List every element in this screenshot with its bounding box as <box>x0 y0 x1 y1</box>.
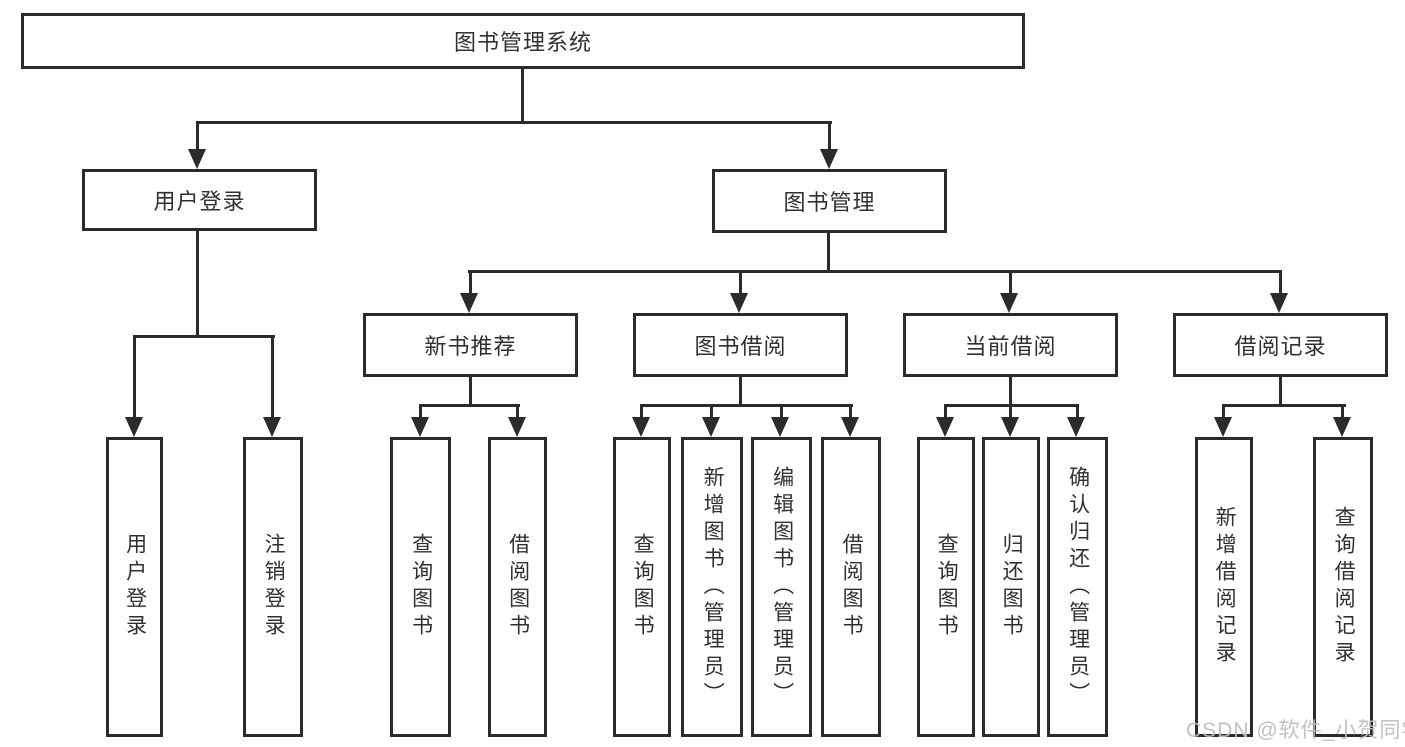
leaf-label: 新增借阅记录 <box>1213 506 1237 668</box>
leaf-query-books-borrowing: 查询图书 <box>613 437 671 737</box>
connector-line <box>849 404 852 420</box>
arrow-down-icon <box>1000 293 1018 313</box>
node-new-book-recommend: 新书推荐 <box>363 313 578 377</box>
connector-line <box>1076 404 1079 420</box>
leaf-label: 注销登录 <box>262 533 286 641</box>
connector-line <box>196 231 199 338</box>
leaf-label: 查询图书 <box>935 533 959 641</box>
connector-line <box>271 335 274 421</box>
connector-line <box>521 69 524 124</box>
arrow-down-icon <box>1067 417 1085 437</box>
connector-line <box>827 233 830 273</box>
arrow-down-icon <box>1001 417 1019 437</box>
leaf-confirm-return-admin: 确认归还（管理员） <box>1047 437 1108 737</box>
arrow-down-icon <box>188 149 206 169</box>
connector-line <box>1341 404 1344 420</box>
node-borrowing-records: 借阅记录 <box>1173 313 1388 377</box>
leaf-label: 借阅图书 <box>506 533 530 641</box>
leaf-label: 新增图书（管理员） <box>701 465 725 709</box>
connector-line <box>780 404 783 420</box>
leaf-user-login: 用户登录 <box>106 437 163 737</box>
connector-line <box>944 404 947 420</box>
leaf-borrow-books-borrowing: 借阅图书 <box>821 437 881 737</box>
connector-line <box>739 270 742 296</box>
leaf-borrow-books-recommend: 借阅图书 <box>488 437 547 737</box>
arrow-down-icon <box>263 417 281 437</box>
arrow-down-icon <box>841 417 859 437</box>
leaf-label: 归还图书 <box>1000 533 1024 641</box>
connector-line <box>710 404 713 420</box>
csdn-watermark: CSDN @软件_小贺同学 <box>1186 719 1405 742</box>
connector-line <box>516 404 519 420</box>
connector-line <box>133 335 136 421</box>
connector-line <box>419 404 422 420</box>
leaf-label: 借阅图书 <box>840 533 864 641</box>
connector-line <box>468 270 1282 273</box>
connector-line <box>640 404 853 407</box>
connector-line <box>1009 377 1012 407</box>
leaf-label: 编辑图书（管理员） <box>770 465 794 709</box>
connector-line <box>196 121 832 124</box>
node-user-login: 用户登录 <box>82 169 317 231</box>
arrow-down-icon <box>730 293 748 313</box>
node-book-borrowing: 图书借阅 <box>633 313 848 377</box>
connector-line <box>133 335 275 338</box>
leaf-label: 查询借阅记录 <box>1332 506 1356 668</box>
leaf-return-books: 归还图书 <box>982 437 1040 737</box>
connector-line <box>1009 270 1012 296</box>
leaf-label: 用户登录 <box>123 533 147 641</box>
leaf-query-borrow-record: 查询借阅记录 <box>1313 437 1373 737</box>
arrow-down-icon <box>936 417 954 437</box>
leaf-label: 确认归还（管理员） <box>1066 465 1090 709</box>
connector-line <box>1009 404 1012 420</box>
arrow-down-icon <box>702 417 720 437</box>
leaf-add-borrow-record: 新增借阅记录 <box>1195 437 1253 737</box>
leaf-query-books-current: 查询图书 <box>917 437 975 737</box>
arrow-down-icon <box>771 417 789 437</box>
connector-line <box>469 377 472 407</box>
connector-line <box>196 121 199 153</box>
arrow-down-icon <box>820 149 838 169</box>
leaf-edit-books-admin: 编辑图书（管理员） <box>751 437 812 737</box>
arrow-down-icon <box>508 417 526 437</box>
leaf-add-books-admin: 新增图书（管理员） <box>681 437 743 737</box>
connector-line <box>1222 404 1346 407</box>
arrow-down-icon <box>125 417 143 437</box>
leaf-label: 查询图书 <box>409 533 433 641</box>
node-current-borrowing: 当前借阅 <box>903 313 1118 377</box>
connector-line <box>640 404 643 420</box>
arrow-down-icon <box>1214 417 1232 437</box>
node-root-library-system: 图书管理系统 <box>21 13 1025 69</box>
connector-line <box>419 404 520 407</box>
arrow-down-icon <box>460 293 478 313</box>
arrow-down-icon <box>1270 293 1288 313</box>
leaf-logout: 注销登录 <box>243 437 303 737</box>
connector-line <box>469 270 472 296</box>
leaf-label: 查询图书 <box>631 533 655 641</box>
connector-line <box>828 121 831 153</box>
arrow-down-icon <box>632 417 650 437</box>
node-book-management: 图书管理 <box>712 169 947 233</box>
connector-line <box>1279 270 1282 296</box>
connector-line <box>1222 404 1225 420</box>
leaf-query-books-recommend: 查询图书 <box>390 437 451 737</box>
arrow-down-icon <box>1333 417 1351 437</box>
connector-line <box>1279 377 1282 407</box>
connector-line <box>739 377 742 407</box>
arrow-down-icon <box>411 417 429 437</box>
